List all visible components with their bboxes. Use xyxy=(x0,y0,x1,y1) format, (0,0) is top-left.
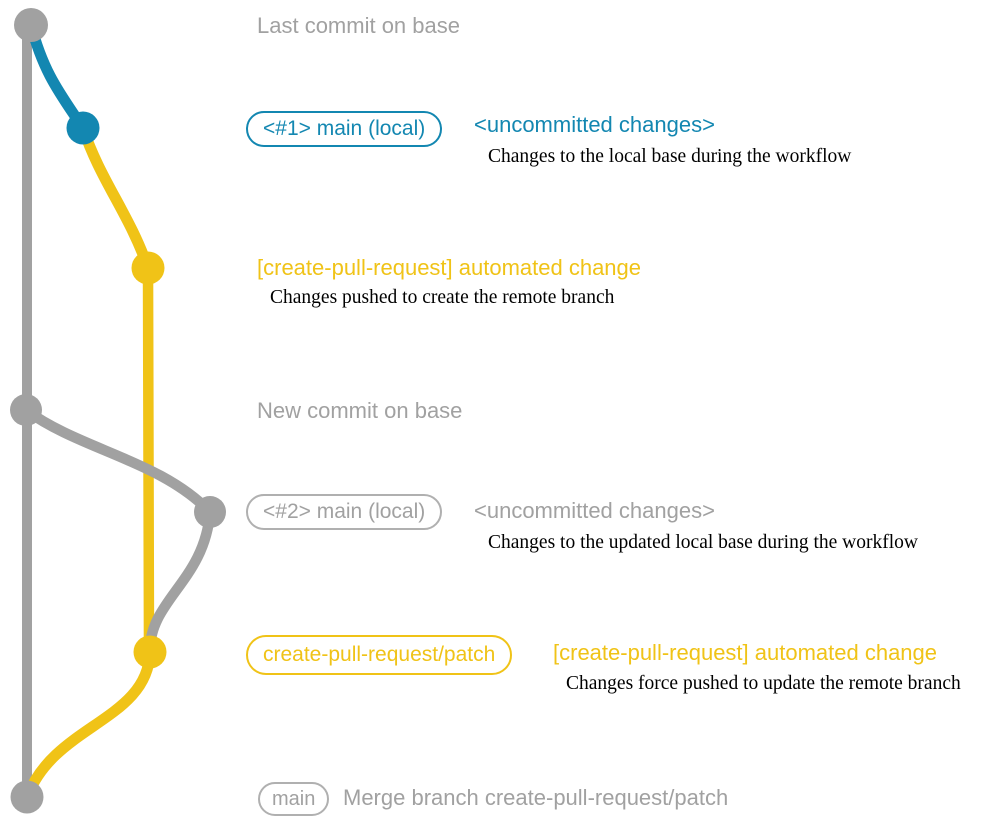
commit-node-new-base xyxy=(10,394,42,426)
branch-badge-main-local-2: <#2> main (local) xyxy=(246,494,443,530)
branch-badge-create-pull-request-patch: create-pull-request/patch xyxy=(246,635,513,675)
edge-automated-1 xyxy=(77,122,154,274)
edge-merge xyxy=(22,646,156,801)
annotation-new-commit-on-base: New commit on base xyxy=(257,398,463,423)
edge-uncommitted-1 xyxy=(25,19,89,134)
commit-node-automated-1 xyxy=(131,251,165,285)
commit-description-automated-2: Changes force pushed to update the remot… xyxy=(566,673,961,694)
commit-title-automated-2: [create-pull-request] automated change xyxy=(553,640,938,665)
branch-badge-main: main xyxy=(258,782,330,816)
annotation-merge-commit: Merge branch create-pull-request/patch xyxy=(343,785,729,810)
commit-title-automated-1: [create-pull-request] automated change xyxy=(257,255,642,280)
edge-automated-2 xyxy=(144,506,216,656)
commit-title-uncommitted-1: <uncommitted changes> xyxy=(474,112,715,137)
branch-badge-main-local-1: <#1> main (local) xyxy=(246,111,443,147)
commit-node-last-base xyxy=(14,8,48,42)
edge-uncommitted-2 xyxy=(20,404,216,518)
remote-branch-line xyxy=(142,262,155,658)
commit-graph xyxy=(10,8,226,814)
commit-title-uncommitted-2: <uncommitted changes> xyxy=(474,498,715,523)
commit-description-uncommitted-1: Changes to the local base during the wor… xyxy=(488,146,852,167)
commit-node-merge xyxy=(10,780,44,814)
commit-description-uncommitted-2: Changes to the updated local base during… xyxy=(488,532,918,553)
commit-node-automated-2 xyxy=(133,635,167,669)
annotation-last-commit-on-base: Last commit on base xyxy=(257,13,460,38)
commit-description-automated-1: Changes pushed to create the remote bran… xyxy=(270,287,615,308)
commit-node-uncommitted-2 xyxy=(194,496,226,528)
commit-node-uncommitted-1 xyxy=(66,111,100,145)
